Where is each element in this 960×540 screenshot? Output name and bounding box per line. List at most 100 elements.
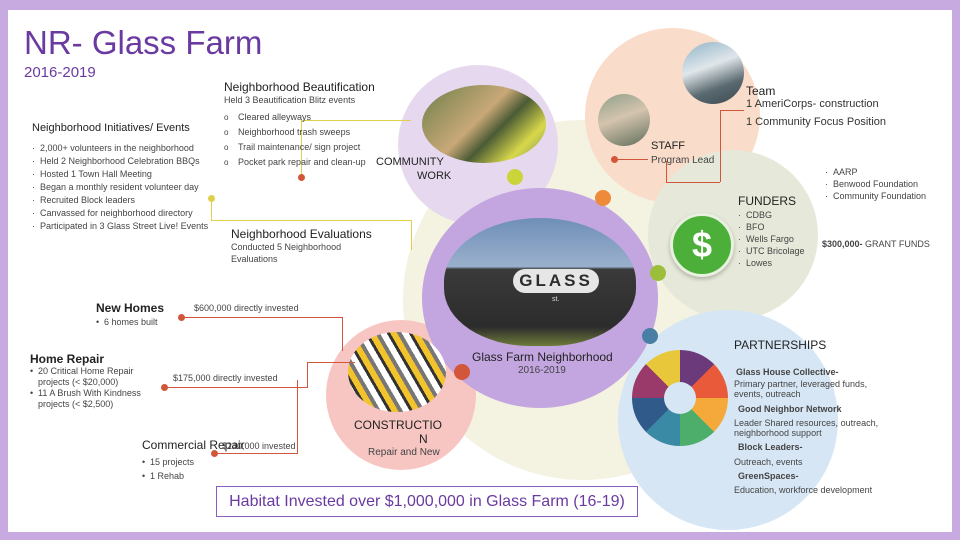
partner-name: Glass House Collective- — [736, 367, 839, 377]
list-item: Cleared alleyways — [224, 110, 366, 125]
center-label: Glass Farm Neighborhood — [472, 350, 613, 364]
staff-heading: STAFF — [651, 140, 686, 152]
list-item: Recruited Block leaders — [32, 194, 208, 207]
dollar-icon: $ — [670, 213, 734, 277]
list-item: UTC Bricolage — [738, 245, 805, 257]
evaluations-line-2: Evaluations — [231, 254, 278, 264]
home-repair-invest: $175,000 directly invested — [173, 373, 278, 383]
grant-label: GRANT FUNDS — [862, 239, 930, 249]
team-line-1: 1 AmeriCorps- construction — [746, 98, 879, 110]
funders-list-2: AARP Benwood Foundation Community Founda… — [825, 166, 926, 202]
list-item: Benwood Foundation — [825, 178, 926, 190]
construction-label-1: CONSTRUCTIO — [354, 418, 442, 432]
tools-photo — [348, 332, 446, 412]
list-item: CDBG — [738, 209, 805, 221]
staff-sub: Program Lead — [651, 155, 715, 166]
home-repair-list: 20 Critical Home Repair projects (< $20,… — [30, 366, 165, 410]
list-item: Hosted 1 Town Hall Meeting — [32, 168, 208, 181]
initiatives-heading: Neighborhood Initiatives/ Events — [32, 122, 190, 134]
accent-dot-red — [454, 364, 470, 380]
list-item: 6 homes built — [96, 316, 158, 329]
accent-dot-blue — [642, 328, 658, 344]
evaluations-line-1: Conducted 5 Neighborhood — [231, 242, 342, 252]
volunteers-photo — [422, 85, 546, 163]
grant-amount: $300,000- — [822, 239, 863, 249]
team-photo — [682, 42, 744, 104]
construction-sub: Repair and New — [368, 447, 440, 458]
commercial-list: 15 projects 1 Rehab — [142, 455, 194, 483]
accent-dot-olive — [650, 265, 666, 281]
center-years: 2016-2019 — [518, 365, 566, 376]
connector-dot — [208, 195, 215, 202]
glass-sign: GLASS — [502, 266, 610, 296]
list-item: 11 A Brush With Kindness projects (< $2,… — [30, 388, 165, 410]
new-homes-heading: New Homes — [96, 301, 165, 315]
beautification-sub: Held 3 Beautification Blitz events — [224, 95, 356, 105]
team-heading: Team — [746, 84, 776, 98]
connector-line — [614, 159, 648, 160]
connector-line — [184, 317, 342, 318]
glass-sign-text: GLASS — [513, 269, 599, 293]
partner-desc: Leader Shared resources, outreach, neigh… — [734, 418, 879, 438]
commercial-invest: $240,000 invested — [222, 441, 296, 451]
partner-desc: Outreach, events — [734, 457, 803, 467]
construction-label-2: N — [419, 432, 428, 446]
list-item: 2,000+ volunteers in the neighborhood — [32, 142, 208, 155]
connector-line — [297, 380, 298, 454]
connector-line — [217, 453, 297, 454]
list-item: Wells Fargo — [738, 233, 805, 245]
community-work-label-2: WORK — [417, 170, 452, 182]
partner-desc: Primary partner, leveraged funds, events… — [734, 379, 868, 399]
list-item: Began a monthly resident volunteer day — [32, 181, 208, 194]
connector-line — [211, 220, 411, 221]
beautification-heading: Neighborhood Beautification — [224, 80, 375, 94]
list-item: 15 projects — [142, 455, 194, 469]
glass-building-photo: GLASS st. — [444, 218, 636, 346]
funders-list-1: CDBG BFO Wells Fargo UTC Bricolage Lowes — [738, 209, 805, 269]
connector-dot — [161, 384, 168, 391]
partner-name: Good Neighbor Network — [738, 404, 842, 414]
list-item: Held 2 Neighborhood Celebration BBQs — [32, 155, 208, 168]
initiatives-list: 2,000+ volunteers in the neighborhood He… — [32, 142, 208, 233]
glass-sign-sub: st. — [552, 296, 560, 303]
list-item: Pocket park repair and clean-up — [224, 155, 366, 170]
connector-dot — [178, 314, 185, 321]
accent-dot-orange — [595, 190, 611, 206]
connector-line — [342, 317, 343, 351]
connector-line — [307, 362, 308, 388]
connector-line — [211, 198, 212, 220]
list-item: AARP — [825, 166, 926, 178]
connector-dot — [298, 174, 305, 181]
partner-desc: Education, workforce development — [734, 485, 873, 495]
connector-line — [720, 110, 721, 182]
partner-name: GreenSpaces- — [738, 471, 799, 481]
total-investment-box: Habitat Invested over $1,000,000 in Glas… — [216, 486, 638, 517]
list-item: Canvassed for neighborhood directory — [32, 207, 208, 220]
funders-heading: FUNDERS — [738, 194, 797, 208]
new-homes-list: 6 homes built — [96, 316, 158, 329]
evaluations-heading: Neighborhood Evaluations — [231, 227, 372, 241]
home-repair-heading: Home Repair — [30, 352, 105, 366]
accent-dot-green — [507, 169, 523, 185]
partner-name: Block Leaders- — [738, 442, 803, 452]
staff-photo — [598, 94, 650, 146]
list-item: BFO — [738, 221, 805, 233]
list-item: Participated in 3 Glass Street Live! Eve… — [32, 220, 208, 233]
list-item: Lowes — [738, 257, 805, 269]
connector-dot — [611, 156, 618, 163]
connector-line — [666, 182, 720, 183]
community-work-label-1: COMMUNITY — [376, 156, 444, 168]
slide: NR- Glass Farm 2016-2019 Neighborhood In… — [8, 10, 952, 532]
list-item: 1 Rehab — [142, 469, 194, 483]
connector-line — [307, 362, 355, 363]
connector-line — [720, 110, 744, 111]
list-item: 20 Critical Home Repair projects (< $20,… — [30, 366, 165, 388]
new-homes-invest: $600,000 directly invested — [194, 303, 299, 313]
team-line-2: 1 Community Focus Position — [746, 116, 886, 128]
page-title: NR- Glass Farm — [24, 24, 263, 61]
list-item: Neighborhood trash sweeps — [224, 125, 366, 140]
partnership-hands-center — [664, 382, 696, 414]
page-subtitle: 2016-2019 — [24, 64, 96, 81]
partnerships-heading: PARTNERSHIPS — [734, 338, 827, 352]
beautification-list: Cleared alleyways Neighborhood trash swe… — [224, 110, 366, 170]
